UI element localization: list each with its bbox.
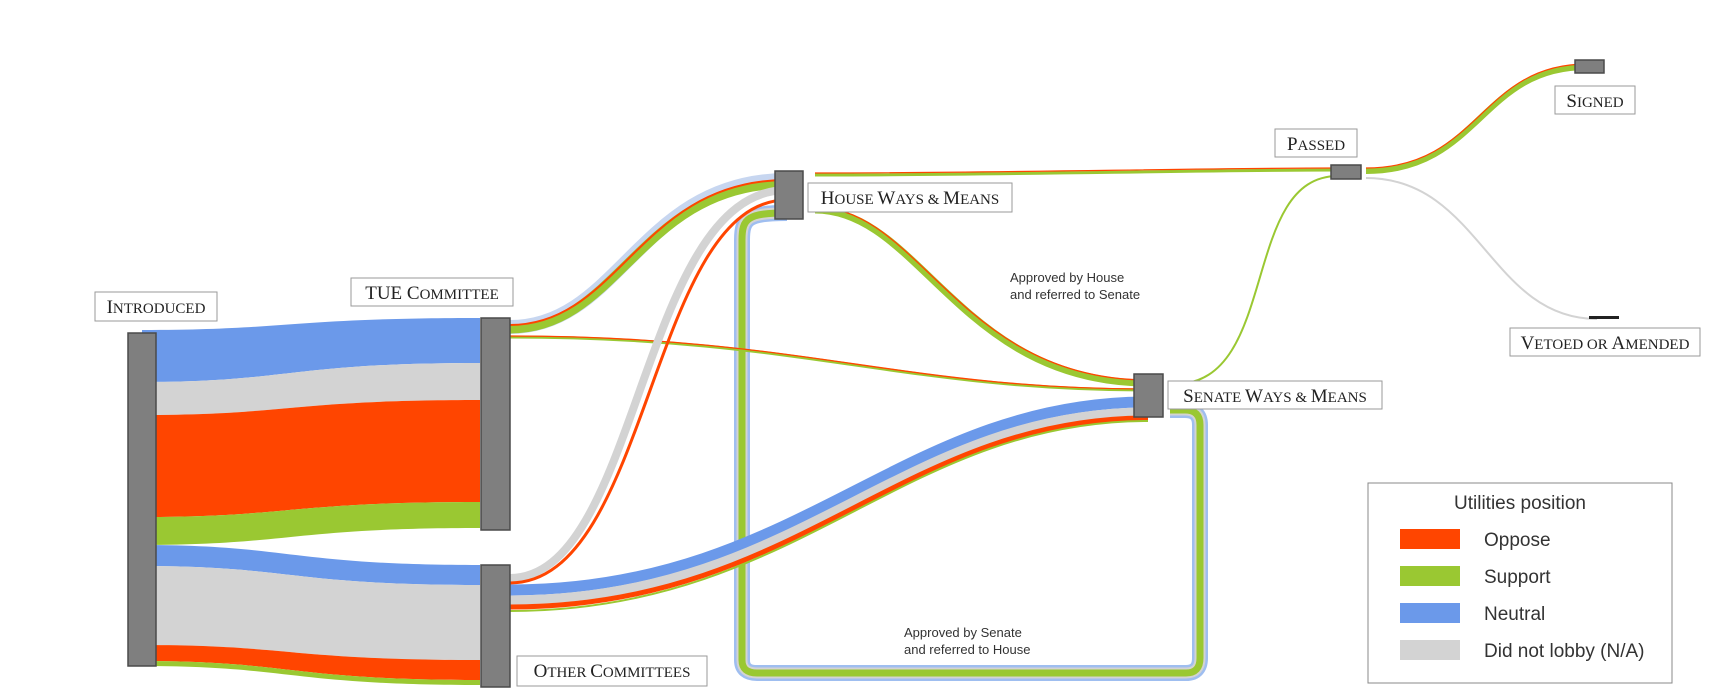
- annotation-house-to-senate-line2: and referred to Senate: [1010, 287, 1140, 302]
- flows-introduced-to-other: [142, 545, 480, 685]
- legend-swatch-support: [1400, 566, 1460, 586]
- flow-introduced-other-support: [142, 661, 480, 685]
- flow-other-senate-support: [509, 420, 1149, 612]
- node-introduced: [127, 332, 157, 667]
- flow-passed-signed-oppose: [1365, 63, 1588, 169]
- svg-text:VETOED OR AMENDED: VETOED OR AMENDED: [1521, 333, 1690, 354]
- annotation-senate-to-house-line1: Approved by Senate: [904, 625, 1022, 640]
- flow-introduced-tue-na: [142, 363, 480, 415]
- flow-house-passed-oppose: [814, 167, 1339, 174]
- node-senate-ways-means: [1133, 373, 1164, 418]
- flow-house-senate-support: [814, 206, 1149, 387]
- flow-introduced-tue-oppose: [142, 400, 480, 517]
- flow-senate-passed-support: [1174, 175, 1339, 385]
- svg-text:INTRODUCED: INTRODUCED: [107, 297, 206, 318]
- flow-passed-signed-support: [1365, 64, 1588, 174]
- label-house-ways-means: HOUSE WAYS & MEANS: [807, 182, 1013, 213]
- flow-tue-house-support: [509, 179, 788, 334]
- legend-label-support: Support: [1484, 567, 1551, 588]
- flow-passed-vetoed-na: [1365, 177, 1598, 320]
- node-tue-committee: [480, 317, 511, 531]
- flow-tue-senate-oppose: [509, 335, 1149, 390]
- svg-text:SIGNED: SIGNED: [1566, 91, 1623, 112]
- flows-house-to-senate: [814, 206, 1149, 387]
- label-passed: PASSED: [1274, 128, 1358, 158]
- flow-other-senate-oppose: [509, 415, 1149, 610]
- flow-tue-house-oppose: [509, 179, 788, 326]
- flows-other-to-senate: [509, 396, 1149, 612]
- label-other-committees: OTHER COMMITTEES: [516, 655, 708, 687]
- node-signed: [1574, 59, 1605, 74]
- label-senate-ways-means: SENATE WAYS & MEANS: [1167, 380, 1383, 410]
- node-other-committees: [480, 564, 511, 688]
- svg-text:SENATE WAYS & MEANS: SENATE WAYS & MEANS: [1183, 386, 1367, 407]
- node-house-ways-means: [774, 170, 804, 220]
- flow-other-senate-na: [509, 407, 1149, 605]
- legend-label-oppose: Oppose: [1484, 530, 1551, 551]
- node-passed: [1330, 164, 1362, 180]
- flow-tue-senate-support: [509, 335, 1149, 392]
- flows-house-to-passed: [814, 167, 1339, 177]
- node-vetoed: [1589, 316, 1619, 319]
- flow-other-senate-neutral: [509, 396, 1149, 596]
- loop-inner-support: [738, 209, 1204, 677]
- flow-other-house-oppose: [509, 198, 788, 585]
- legend-label-na: Did not lobby (N/A): [1484, 641, 1645, 662]
- annotation-senate-to-house-line2: and referred to House: [904, 642, 1030, 657]
- flow-introduced-other-oppose: [142, 645, 480, 680]
- legend-swatch-neutral: [1400, 603, 1460, 623]
- flows-other-to-house: [509, 186, 788, 585]
- legend-swatch-na: [1400, 640, 1460, 660]
- flow-other-house-na: [509, 186, 788, 582]
- label-tue-committee: TUE COMMITTEE: [350, 277, 514, 307]
- svg-text:OTHER COMMITTEES: OTHER COMMITTEES: [534, 661, 691, 682]
- svg-text:PASSED: PASSED: [1287, 134, 1345, 155]
- flows-tue-to-house: [509, 173, 788, 334]
- flows-passed-to-signed: [1365, 63, 1588, 174]
- legend-label-neutral: Neutral: [1484, 604, 1545, 625]
- legend-swatch-oppose: [1400, 529, 1460, 549]
- flows-tue-to-senate: [509, 335, 1149, 392]
- flow-introduced-other-na: [142, 566, 480, 660]
- label-signed: SIGNED: [1554, 85, 1636, 115]
- legend: Utilities position Oppose Support Neutra…: [1367, 482, 1673, 684]
- flow-house-passed-support: [814, 168, 1339, 177]
- flows-introduced-to-tue: [142, 318, 480, 545]
- svg-text:HOUSE WAYS & MEANS: HOUSE WAYS & MEANS: [821, 188, 999, 209]
- flow-introduced-other-neutral: [142, 545, 480, 585]
- flow-introduced-tue-support: [142, 502, 480, 545]
- flow-house-senate-oppose: [814, 206, 1149, 381]
- loop-senate-to-house: [734, 205, 1208, 681]
- label-introduced: INTRODUCED: [94, 291, 218, 322]
- svg-text:TUE COMMITTEE: TUE COMMITTEE: [365, 283, 499, 304]
- annotation-house-to-senate-line1: Approved by House: [1010, 270, 1124, 285]
- legend-title: Utilities position: [1454, 493, 1586, 514]
- label-vetoed-amended: VETOED OR AMENDED: [1509, 327, 1701, 357]
- flow-introduced-tue-neutral: [142, 318, 480, 382]
